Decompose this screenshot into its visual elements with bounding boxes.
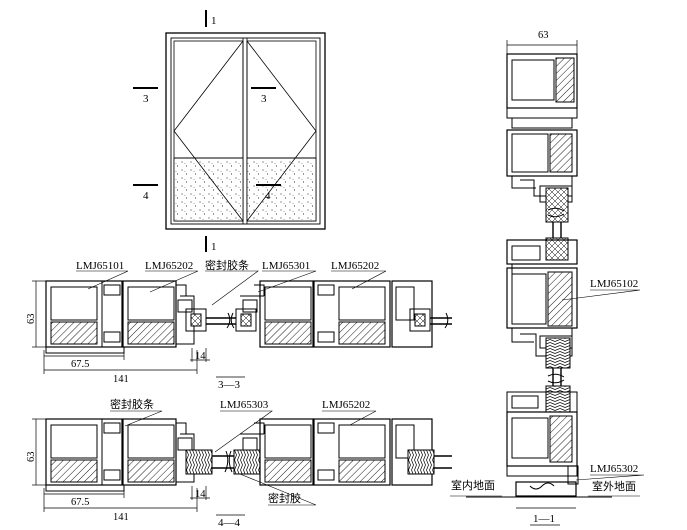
cut-mark-3-left: 3 [143,93,149,105]
label-sealing-strip-4-4: 密封胶条 [110,397,154,411]
section-3-3-dimensions [32,280,245,378]
dim-3-3-gap: 14 [195,351,206,362]
label-lmj65302: LMJ65302 [590,463,638,475]
section-4-4-title: 4—4 [218,517,241,529]
section-1-1-leaders [450,289,645,497]
cut-mark-4-right: 4 [265,190,271,202]
section-3-3-leaders [76,270,387,306]
label-lmj65303: LMJ65303 [220,399,269,411]
label-lmj65202-4-4: LMJ65202 [322,399,370,411]
section-3-3-profile [45,280,452,354]
section-1-1-title: 1—1 [533,513,555,525]
dim-3-3-total-width: 141 [113,374,129,385]
label-lmj65301: LMJ65301 [262,260,310,272]
label-lmj65202-3-3-left: LMJ65202 [145,260,193,272]
section-4-4-profile [45,418,452,492]
section-1-1-profile [466,40,612,509]
section-3-3-title: 3—3 [218,379,241,391]
cut-mark-3-right: 3 [261,93,267,105]
section-4-4-leaders [110,410,377,506]
label-sealant: 密封胶 [268,491,301,505]
label-indoor-floor: 室内地面 [451,478,495,492]
label-lmj65202-3-3-right: LMJ65202 [331,260,379,272]
cut-mark-1-bottom: 1 [211,241,217,253]
dim-4-4-total-width: 141 [113,512,129,523]
label-sealing-strip-3-3: 密封胶条 [205,258,249,272]
cut-mark-4-left: 4 [143,190,149,202]
section-4-4-dimensions [32,418,245,516]
dim-4-4-inner-width: 67.5 [71,497,89,508]
dim-3-3-inner-width: 67.5 [71,359,89,370]
dim-3-3-height: 63 [26,314,37,325]
dim-4-4-height: 63 [26,452,37,463]
cut-mark-1-top: 1 [211,15,217,27]
label-lmj65102: LMJ65102 [590,278,638,290]
door-elevation [133,10,326,252]
label-lmj65101: LMJ65101 [76,260,124,272]
label-outdoor-floor: 室外地面 [592,479,636,493]
dim-1-1-width: 63 [538,30,549,41]
dim-4-4-gap: 14 [195,489,206,500]
